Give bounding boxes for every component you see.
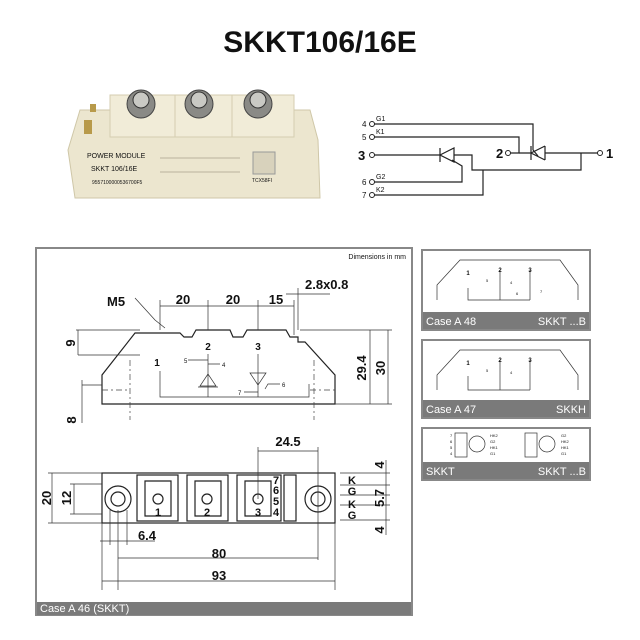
aux-pin-4: 4 [273, 507, 280, 519]
skkt-label-g1: G1 [490, 451, 496, 456]
screw-terminal-icon [126, 89, 156, 119]
photo-label-line1: POWER MODULE [87, 153, 146, 160]
a47-pin-2: 2 [498, 358, 502, 364]
a48-pin-5: 5 [486, 278, 489, 283]
skkt-label-hk1: HK1 [490, 445, 499, 450]
terminal-1-label: 1 [155, 507, 161, 519]
skkt-pinout-panel: 7 6 5 4 HK2 G2 HK1 G1 G2 HK2 HK1 G1 SKKT… [421, 427, 591, 481]
terminal-3-label: 3 [255, 507, 261, 519]
a47-case-label: Case A 47 [426, 404, 476, 416]
skkt-type-label: SKKT [426, 466, 455, 478]
a47-pin-1: 1 [466, 361, 470, 367]
dim-20-a: 20 [176, 292, 190, 307]
skkt-num-4: 4 [450, 451, 453, 456]
side-pin-1: 1 [154, 358, 160, 369]
skkt-num-6: 6 [450, 439, 453, 444]
dim-8: 8 [64, 416, 79, 423]
a48-pin-3: 3 [528, 268, 532, 274]
skkt-label-g2: G2 [490, 439, 496, 444]
dim-20: 20 [39, 491, 54, 505]
screw-terminal-icon [184, 89, 214, 119]
dim-6-4: 6.4 [138, 528, 157, 543]
aux-pin-7: 7 [273, 475, 279, 487]
skkt-num-7: 7 [450, 433, 453, 438]
side-pin-3: 3 [255, 342, 261, 353]
skktb-label-hk1: HK1 [561, 445, 570, 450]
aux-label-g1: G [348, 486, 357, 498]
side-gate-4: 4 [222, 363, 226, 369]
dim-5-7: 5.7 [372, 489, 387, 507]
dim-93: 93 [212, 568, 226, 583]
a47-pin-3: 3 [528, 358, 532, 364]
circuit-schematic: 4 5 3 6 7 2 1 G1 K1 G2 K2 [358, 116, 613, 200]
dim-29-4: 29.4 [354, 355, 369, 381]
a47-pin-5: 5 [486, 368, 489, 373]
a48-pin-1: 1 [466, 271, 470, 277]
screw-terminal-icon [243, 89, 273, 119]
datamatrix-code-icon [252, 151, 276, 175]
a48-case-label: Case A 48 [426, 316, 476, 328]
dim-12: 12 [59, 491, 74, 505]
dim-80: 80 [212, 546, 226, 561]
dim-m5: M5 [107, 294, 125, 309]
dim-9: 9 [63, 339, 78, 346]
pin-3-label: 3 [358, 148, 365, 163]
main-dimension-drawing: Dimensions in mm M5 20 20 15 2.8x0.8 9 2… [35, 247, 413, 616]
main-case-footer: Case A 46 (SKKT) [40, 603, 129, 615]
photo-code: TCX58FI [252, 178, 272, 184]
pin-1-label: 1 [606, 146, 613, 161]
dim-tab: 2.8x0.8 [305, 277, 348, 292]
aux-pin-6: 6 [273, 485, 279, 497]
skkt-label-hk2: HK2 [490, 433, 499, 438]
photo-label-line3: 9557100000536700F5 [92, 180, 143, 186]
side-gate-5: 5 [184, 359, 188, 365]
a47-pin-4: 4 [510, 370, 513, 375]
a48-pin-6: 6 [516, 291, 519, 296]
product-photo: POWER MODULE SKKT 106/16E 95571000005367… [67, 89, 321, 199]
dim-20-b: 20 [226, 292, 240, 307]
dim-4-bottom: 4 [372, 526, 387, 534]
pin-6-label: 6 [362, 178, 367, 187]
terminal-2-label: 2 [204, 507, 210, 519]
side-gate-6: 6 [282, 383, 286, 389]
dimensions-note: Dimensions in mm [348, 254, 406, 261]
pin-5-label: 5 [362, 133, 367, 142]
dim-30: 30 [373, 361, 388, 375]
g1-label: G1 [376, 116, 385, 123]
dim-15: 15 [269, 292, 283, 307]
aux-label-g2: G [348, 510, 357, 522]
aux-label-k1: K [348, 475, 356, 487]
page-title: SKKT106/16E [223, 26, 416, 59]
side-pin-2: 2 [205, 342, 211, 353]
g2-label: G2 [376, 174, 385, 181]
skktb-type-label: SKKT ...B [538, 466, 586, 478]
pin-2-label: 2 [496, 146, 503, 161]
skkt-num-5: 5 [450, 445, 453, 450]
case-a48-panel: 1 2 3 5 4 6 7 Case A 48 SKKT ...B [421, 249, 591, 331]
skktb-label-g2: G2 [561, 433, 567, 438]
skktb-label-g1: G1 [561, 451, 567, 456]
aux-label-k2: K [348, 499, 356, 511]
a48-pin-4: 4 [510, 280, 513, 285]
case-a47-panel: 1 2 3 5 4 Case A 47 SKKH [421, 339, 591, 419]
dim-4-top: 4 [372, 461, 387, 469]
pin-4-label: 4 [362, 120, 367, 129]
photo-label-line2: SKKT 106/16E [91, 166, 138, 173]
a48-pin-7: 7 [540, 289, 543, 294]
k1-label: K1 [376, 129, 385, 136]
skktb-label-hk2: HK2 [561, 439, 570, 444]
a47-type-label: SKKH [556, 404, 586, 416]
k2-label: K2 [376, 187, 385, 194]
a48-pin-2: 2 [498, 268, 502, 274]
aux-pin-5: 5 [273, 496, 279, 508]
side-gate-7: 7 [238, 391, 242, 397]
pin-7-label: 7 [362, 191, 367, 200]
a48-type-label: SKKT ...B [538, 316, 586, 328]
dim-24-5: 24.5 [275, 434, 300, 449]
